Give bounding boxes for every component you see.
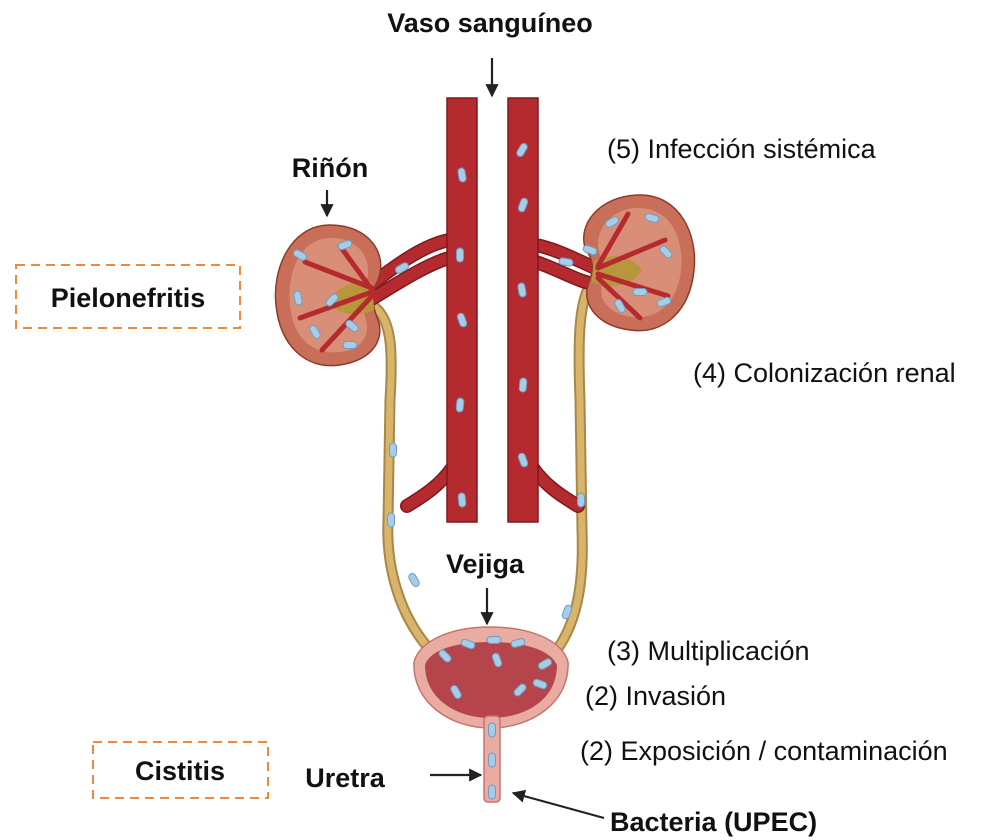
bacterium: [390, 443, 397, 457]
colonizacion-label: (4) Colonización renal: [693, 358, 956, 388]
infeccion-label: (5) Infección sistémica: [607, 134, 877, 164]
cistitis-label: Cistitis: [135, 756, 225, 786]
bacterium: [633, 289, 647, 296]
bacterium: [456, 398, 464, 413]
bacterium: [489, 723, 496, 737]
vessel-branches: [370, 240, 600, 506]
bacterium: [343, 342, 357, 349]
bacterium: [578, 493, 585, 507]
left-kidney: [275, 225, 380, 366]
invasion-label: (2) Invasión: [585, 681, 726, 711]
right-kidney: [584, 195, 695, 331]
uretra-label: Uretra: [305, 763, 386, 793]
bacterium: [388, 513, 395, 527]
vaso-label: Vaso sanguíneo: [387, 8, 593, 38]
bacterium: [519, 378, 527, 393]
bacterium: [489, 785, 496, 799]
vejiga-label: Vejiga: [446, 549, 525, 579]
ureters: [372, 282, 592, 655]
left-blood-vessel: [447, 98, 477, 522]
bacterium: [457, 248, 464, 262]
exposicion-label: (2) Exposición / contaminación: [580, 736, 948, 766]
left-ureter: [372, 305, 432, 652]
bacteria-arrow: [513, 793, 604, 818]
bacteria-label: Bacteria (UPEC): [610, 807, 817, 837]
pielonefritis-label: Pielonefritis: [51, 283, 206, 313]
bacterium: [407, 572, 420, 588]
rinon-label: Riñón: [292, 153, 368, 183]
multiplicacion-label: (3) Multiplicación: [607, 636, 810, 666]
bacterium: [487, 637, 501, 644]
bacterium: [489, 753, 496, 767]
bacterium: [458, 493, 466, 508]
